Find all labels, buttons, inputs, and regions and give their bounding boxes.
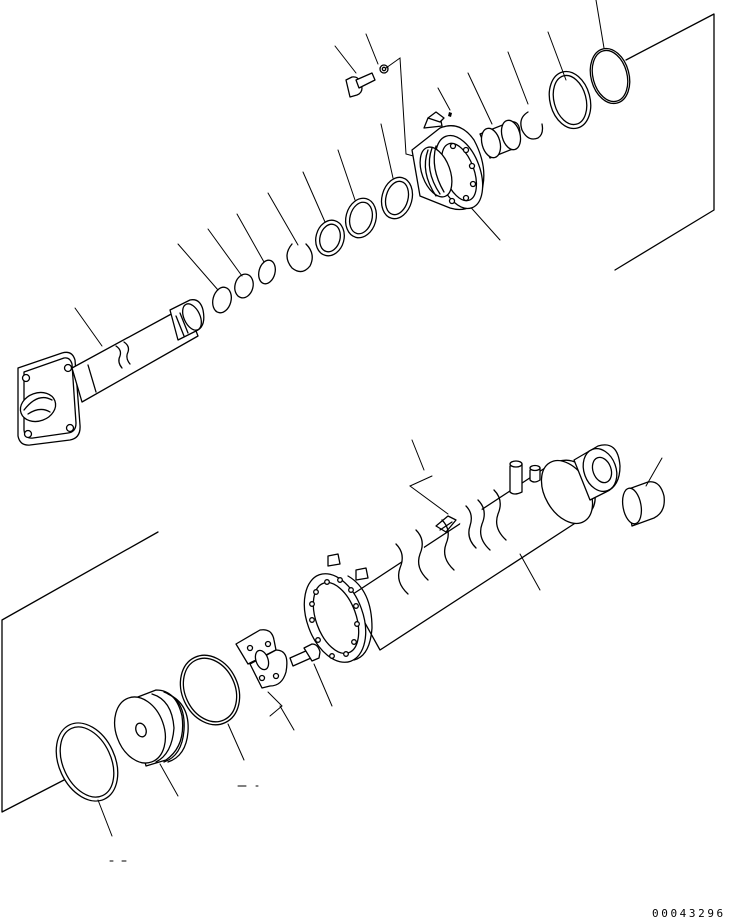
piston-icon	[113, 689, 189, 767]
grease-fitting-icon	[448, 112, 452, 117]
upper-group-bracket	[614, 13, 715, 271]
large-ring-icon	[548, 47, 631, 130]
lower-group-bracket	[1, 531, 159, 813]
cylinder-tube-icon	[303, 444, 621, 663]
bushing-icon	[479, 119, 522, 159]
bolt-icon	[289, 643, 321, 667]
cylinder-head-icon	[411, 111, 485, 211]
plate-nut-icon	[235, 629, 288, 689]
bushing-icon	[621, 481, 665, 527]
upper-leader-lines	[74, 0, 605, 347]
drawing-number: 00043296	[652, 907, 726, 920]
snap-ring-icon	[520, 111, 544, 140]
faint-marks	[109, 785, 259, 862]
rod-assembly-icon	[17, 299, 205, 446]
ring-icon	[179, 654, 241, 726]
bolt-icon	[345, 64, 389, 98]
lower-leader-lines	[97, 439, 663, 837]
ring-icon	[212, 176, 414, 314]
ring-icon	[55, 722, 119, 802]
